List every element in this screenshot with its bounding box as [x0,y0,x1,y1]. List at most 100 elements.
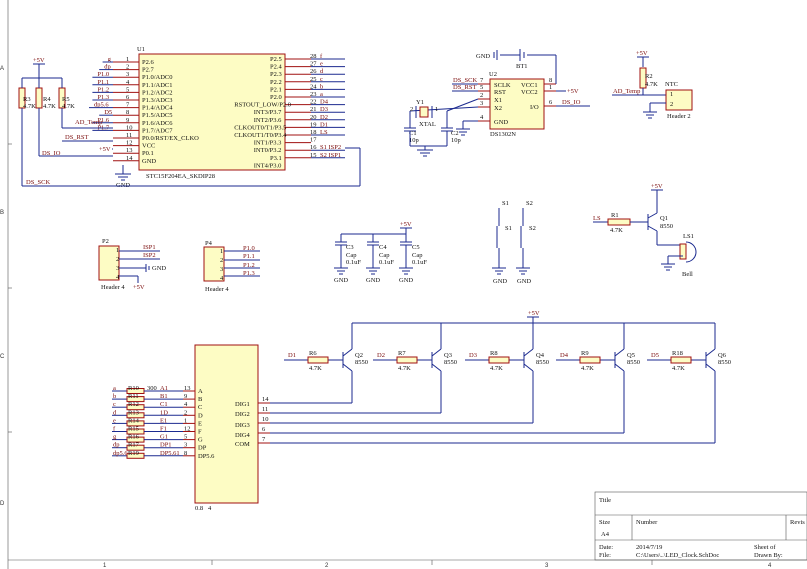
seg-res-ref: R10 [128,385,139,392]
driver-res-val: 4.7K [581,365,594,372]
p4-header: P4 12 34 P1.0 P1.1 P1.2 P1.3 Header 4 [203,240,260,293]
u2-ref: U2 [489,71,497,78]
disp-dig3: DIG3 [235,422,250,429]
c1-val: 10p [409,137,419,144]
net-ds-rst: DS_RST [65,134,89,141]
u1-net-label: P1.1 [97,79,109,86]
u1-pin-num: 7 [126,102,130,109]
u1-net-label: P1.3 [97,94,109,101]
u1-pin-name: VCC [142,143,155,150]
u1-pin-name: INT4/P3.0 [254,162,282,169]
svg-text:4: 4 [116,274,120,281]
driver-q-part: 8550 [444,359,457,366]
r2-val: 4.7K [645,81,658,88]
p2-gnd: GND [152,265,166,272]
p4-ref: P4 [205,240,213,247]
driver-net-label: D1 [288,352,296,359]
y1-ref: Y1 [416,99,424,106]
seg-pin-name: E [198,420,202,427]
driver-q-part: 8550 [536,359,549,366]
u1-pin-name: P1.4/ADC4 [142,105,173,112]
seg-res-ref: R13 [128,409,139,416]
u1-pin-name: CLKOUT1/T0/P3.4 [234,132,287,139]
p4-p11: P1.1 [243,253,255,260]
seg-net-pin: F1 [160,426,167,433]
c4-val: 0.1uF [379,259,394,266]
disp-dig4: DIG4 [235,432,251,439]
p4-label: Header 4 [205,286,229,293]
disp-dig2: DIG2 [235,411,250,418]
seg-net-label: dp5.6 [113,450,128,457]
seg-res-ref: R16 [128,434,140,441]
svg-text:1: 1 [435,106,438,113]
p4-p12: P1.2 [243,262,255,269]
tb-size-label: Size [599,519,610,526]
svg-text:1: 1 [116,247,119,254]
u2-pin-rst: RST [494,89,506,96]
seg-net-pin: C1 [160,401,168,408]
u1-body [138,53,286,171]
u1-net-label: P1.6 [97,117,109,124]
svg-text:2: 2 [480,92,483,99]
u1-net-label: dp5.6 [94,102,109,109]
seg-net-label: f [113,426,116,433]
ntc-vcc-label: +5V [636,50,648,57]
u2-pin-io: I/O [530,104,539,111]
u1-net-label: d [320,68,324,75]
grid-col-4: 4 [768,563,772,569]
u1-pin-num: 22 [310,99,317,106]
seg-net-label: dp [113,442,120,449]
svg-text:1: 1 [549,84,552,91]
u2-pin-x2: X2 [494,105,502,112]
u1-net-label: b [320,83,323,90]
u1-pin-name: INT1/P3.3 [254,140,282,147]
driver-res-ref: R9 [581,350,589,357]
u1-pin-num: 5 [126,86,129,93]
u1-pin-name: P1.2/ADC2 [142,89,173,96]
u1-pin-name: INT2/P3.6 [254,117,282,124]
u1-net-label: e [320,61,323,68]
u1-pin-num: 15 [310,152,317,159]
u1-pin-num: 16 [310,144,317,151]
seg-pin-name: F [198,429,202,436]
u1-part: STC15F204EA_SKDIP28 [146,173,215,180]
grid-col-2: 2 [325,563,329,569]
u1-net-label: D2 [320,114,328,121]
net-ds-sck: DS_SCK [26,179,51,186]
u2-part: DS1302N [490,131,516,138]
svg-text:14: 14 [262,396,269,403]
svg-text:3: 3 [480,100,483,107]
driver-res-ref: R8 [490,350,498,357]
tb-date-label: Date: [599,544,613,551]
driver-net-label: D5 [651,352,659,359]
drivers-vcc: +5V [528,310,540,317]
svg-text:2: 2 [670,101,673,108]
u1-pin-num: 14 [126,155,133,162]
driver-net-label: D4 [560,352,569,359]
driver-q-ref: Q2 [355,352,363,359]
q1-ref: Q1 [660,215,668,222]
u1-pin-num: 19 [310,121,317,128]
u1-pin-num: 18 [310,129,317,136]
c5-val: 0.1uF [412,259,427,266]
u1-pin-name: P2.7 [142,67,154,74]
driver-net-label: D3 [469,352,477,359]
u1-pin-name: P2.4 [270,64,282,71]
u2-net-io: DS_IO [562,99,581,106]
c1-ref: C1 [409,130,417,137]
seg-res-ref: R11 [128,393,139,400]
u1-pin-num: 20 [310,114,317,121]
seg-res-ref: R12 [128,401,139,408]
bt1-ref: BT1 [516,63,528,70]
svg-text:2: 2 [116,256,119,263]
seg-res-val: 300 [147,385,157,392]
driver-q-ref: Q5 [627,352,635,359]
svg-text:5: 5 [480,84,483,91]
r2-ref: R2 [645,73,653,80]
c3-gnd: GND [334,277,348,284]
ntc-label: NTC [665,81,678,88]
u1-net-label: S1 ISP2 [320,144,341,151]
